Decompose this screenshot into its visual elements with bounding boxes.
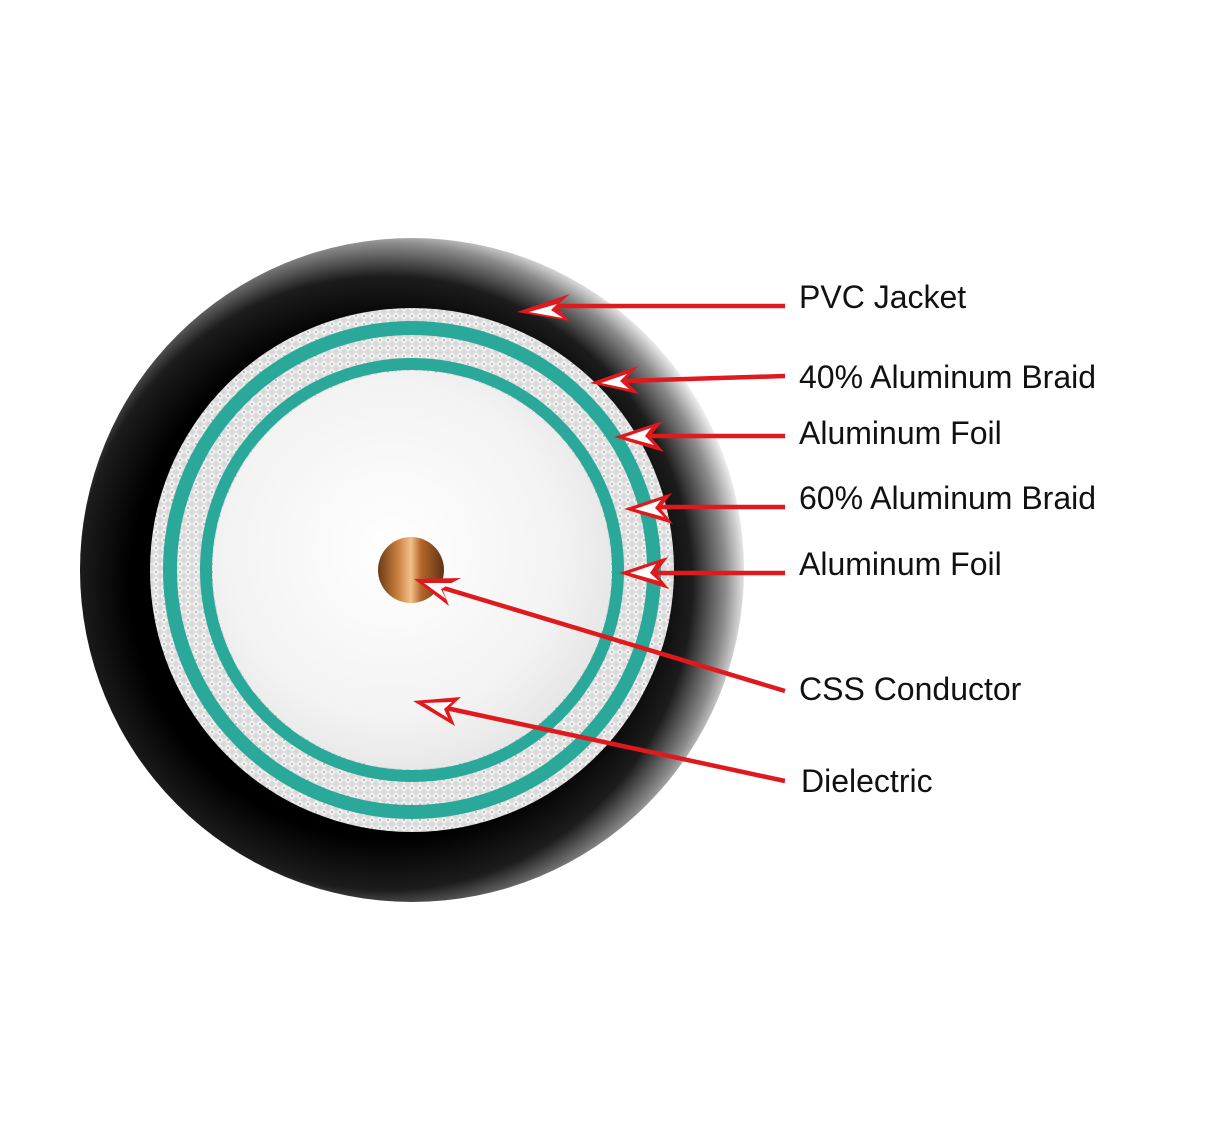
arrow-pvc-jacket <box>517 294 785 321</box>
label-aluminum-foil-outer: Aluminum Foil <box>799 415 1002 451</box>
arrow-dielectric <box>413 697 786 784</box>
cable-cross-section <box>80 238 744 902</box>
label-dielectric: Dielectric <box>801 763 933 799</box>
arrow-aluminum-foil-outer <box>614 421 785 452</box>
label-40-aluminum-braid: 40% Aluminum Braid <box>799 359 1096 395</box>
arrow-css-conductor <box>414 578 786 694</box>
inner-foil-layer <box>200 358 624 782</box>
callout-arrows <box>413 294 786 784</box>
arrow-40-aluminum-braid <box>590 366 786 394</box>
label-60-aluminum-braid: 60% Aluminum Braid <box>799 480 1096 516</box>
arrow-60-aluminum-braid <box>624 493 785 524</box>
label-aluminum-foil-inner: Aluminum Foil <box>799 546 1002 582</box>
label-css-conductor: CSS Conductor <box>799 671 1022 707</box>
label-pvc-jacket: PVC Jacket <box>799 279 966 315</box>
callout-labels: PVC Jacket 40% Aluminum Braid Aluminum F… <box>799 279 1096 799</box>
arrow-aluminum-foil-inner <box>619 557 785 589</box>
